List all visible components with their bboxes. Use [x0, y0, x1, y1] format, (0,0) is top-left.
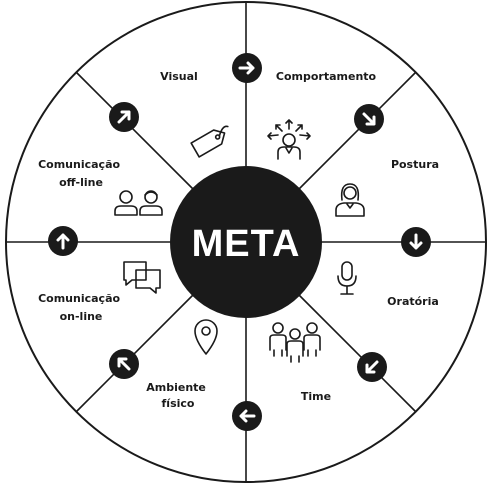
label-ambiente-fisico: Ambiente físico	[146, 381, 209, 410]
label-time: Time	[301, 390, 331, 403]
team-icon	[269, 322, 321, 363]
arrow-left-icon	[232, 401, 262, 431]
label-comunicacao-offline: Comunicação off-line	[38, 158, 124, 189]
arrow-up-left-icon	[109, 349, 139, 379]
label-visual: Visual	[160, 70, 198, 83]
label-comunicacao-online: Comunicação on-line	[38, 292, 124, 323]
arrow-down-left-icon	[357, 352, 387, 382]
spoke-top-left	[75, 71, 196, 192]
arrow-up-icon	[48, 226, 78, 256]
pictograms	[114, 119, 365, 363]
spokes	[6, 2, 486, 482]
arrow-down-right-icon	[354, 104, 384, 134]
spoke-bottom-right	[296, 292, 417, 413]
label-postura: Postura	[391, 158, 439, 171]
arrow-right-icon	[232, 53, 262, 83]
arrow-badges	[48, 53, 431, 431]
center-title: META	[192, 223, 301, 265]
two-people-icon	[114, 190, 163, 216]
label-comportamento: Comportamento	[276, 70, 377, 83]
center-disc	[170, 166, 322, 318]
location-pin-icon	[194, 319, 218, 355]
microphone-icon	[337, 261, 357, 295]
person-with-ideas-icon	[267, 119, 311, 160]
price-tag-icon	[190, 125, 229, 158]
spoke-bottom-left	[75, 292, 196, 413]
arrow-up-right-icon	[109, 102, 139, 132]
woman-icon	[335, 183, 365, 217]
spoke-top-right	[296, 71, 417, 192]
segment-labels: Visual Comportamento Postura Oratória Ti…	[38, 70, 439, 410]
arrow-down-icon	[401, 227, 431, 257]
label-oratoria: Oratória	[387, 295, 439, 308]
chat-bubbles-icon	[123, 261, 161, 294]
